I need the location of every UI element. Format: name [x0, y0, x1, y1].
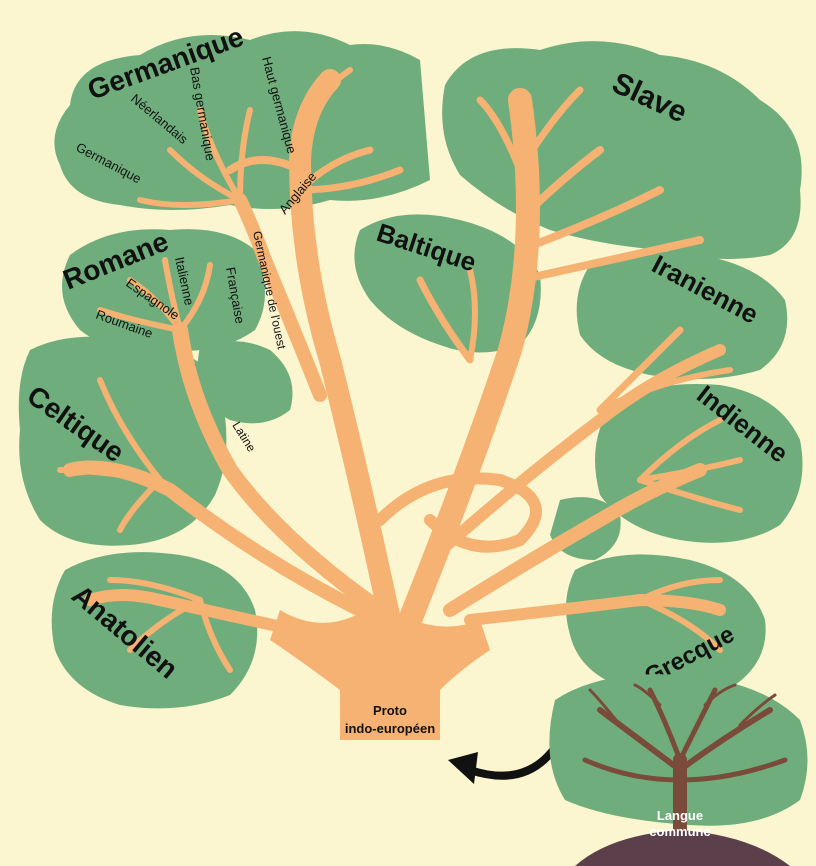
- inset-label-line2: commune: [649, 824, 710, 839]
- inset-label-line1: Langue: [657, 808, 703, 823]
- inset-tree: Langue commune: [549, 674, 807, 866]
- trunk-label-line2: indo-européen: [345, 721, 435, 736]
- label-latine: Latine: [229, 419, 258, 454]
- arrow-icon: [448, 740, 560, 784]
- trunk-label-line1: Proto: [373, 703, 407, 718]
